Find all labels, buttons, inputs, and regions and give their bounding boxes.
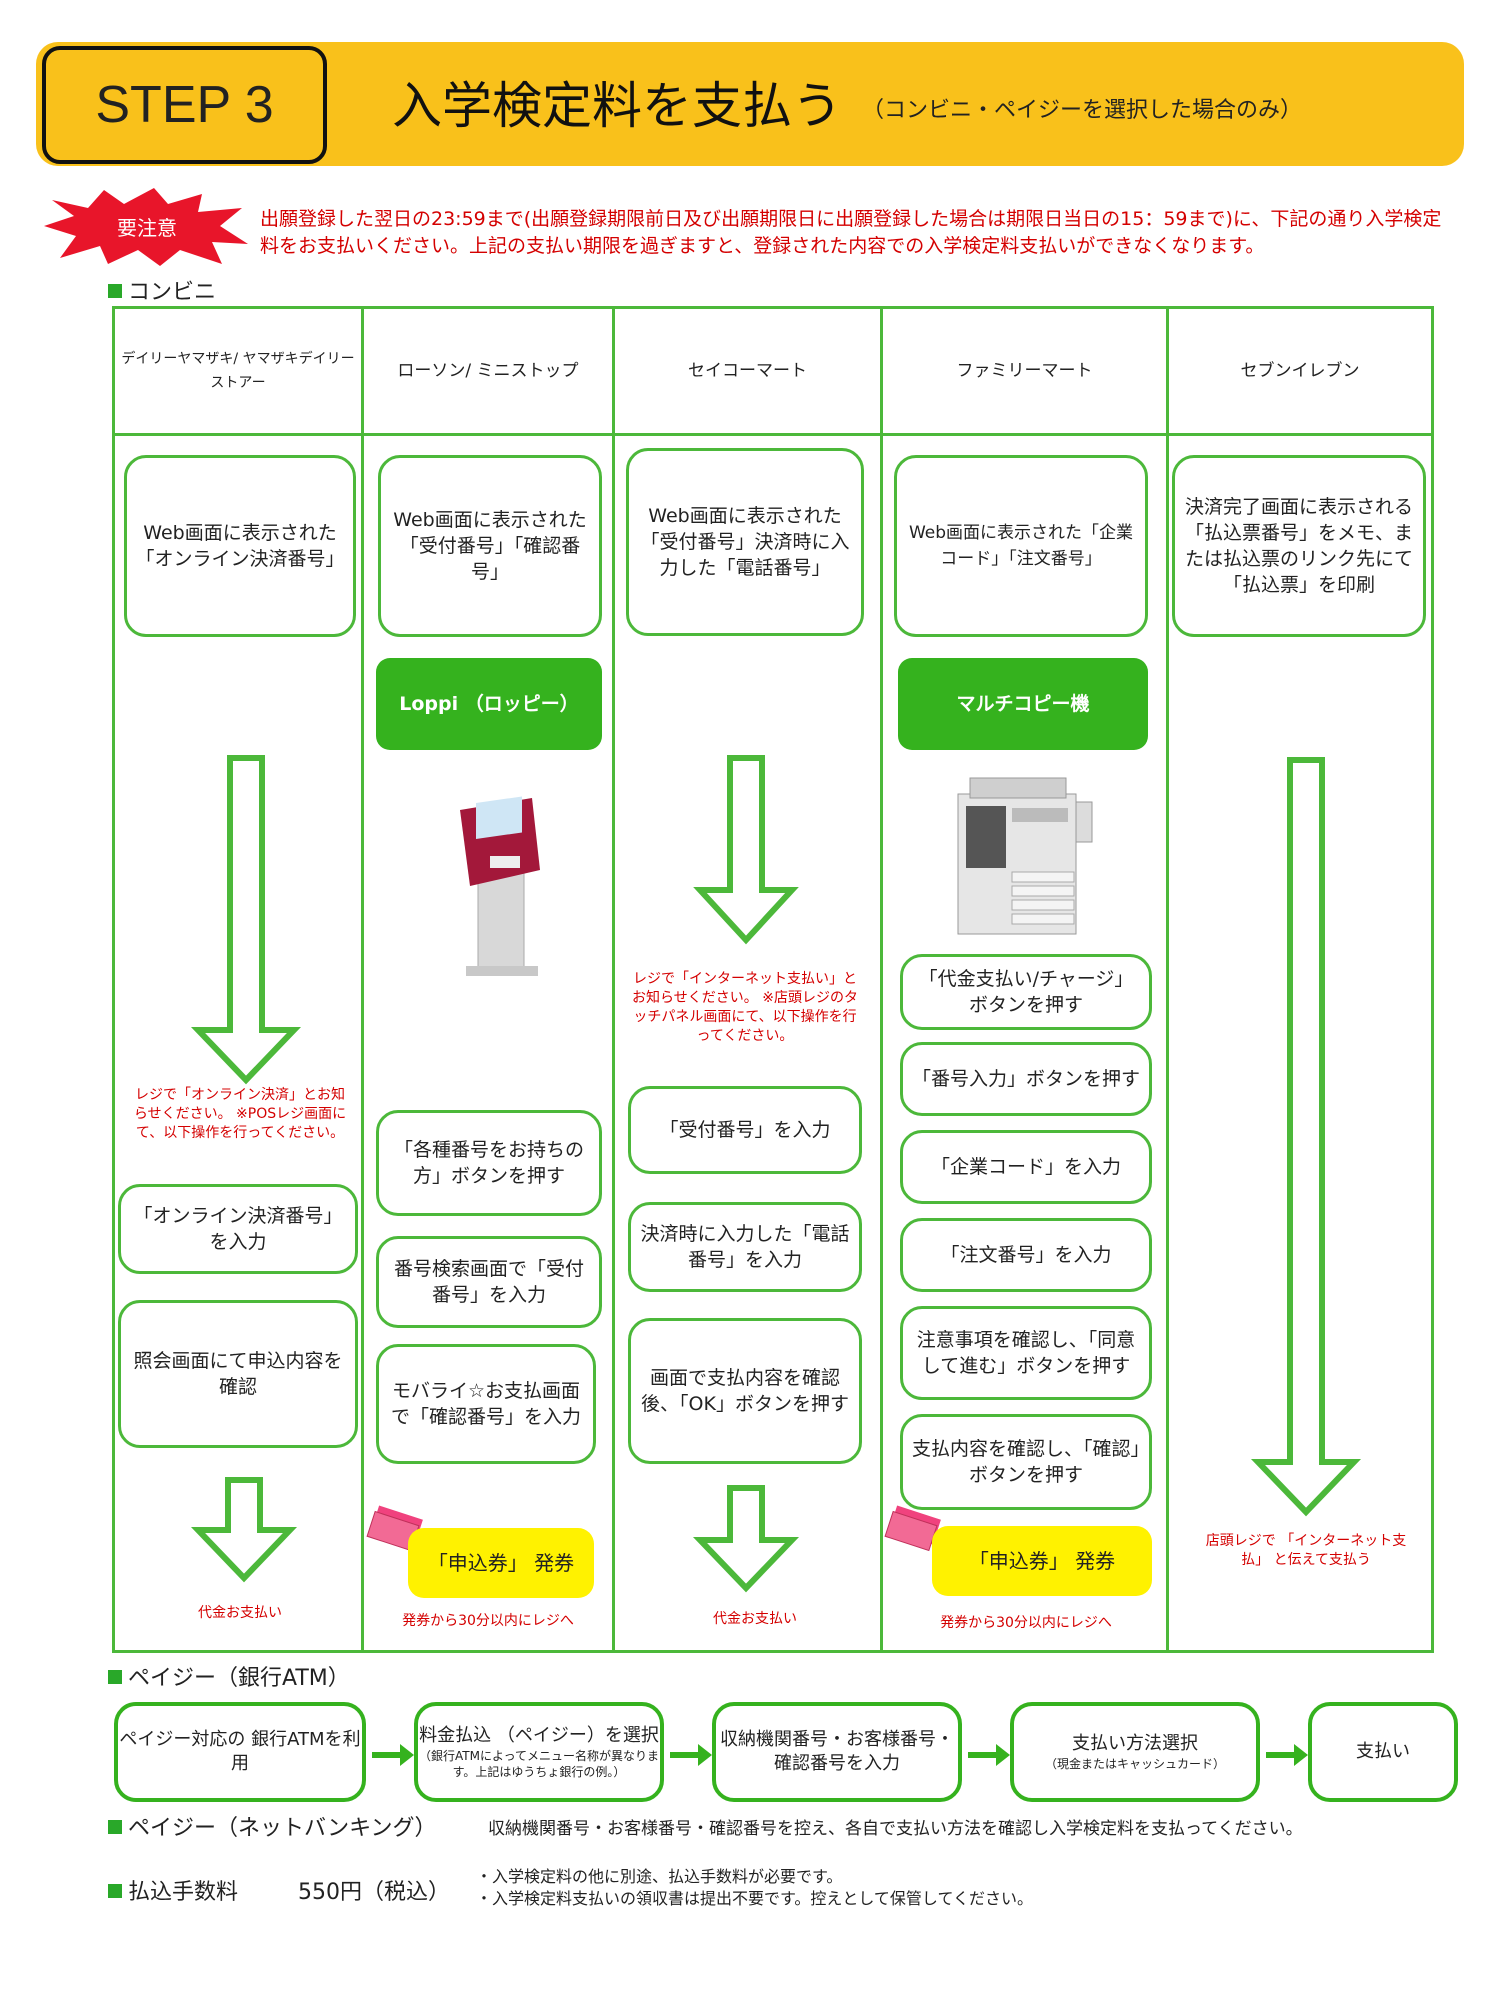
page-title: 入学検定料を支払う <box>392 77 842 135</box>
column-divider <box>880 306 883 1653</box>
seico-top-box: Web画面に表示された「受付番号」決済時に入力した「電話番号」 <box>626 448 864 636</box>
seico-register-note: レジで「インターネット支払い」とお知らせください。 ※店頭レジのタッチパネル画面… <box>632 971 858 1044</box>
table-header-divider <box>112 433 1434 436</box>
atm-step-2: 料金払込 （ペイジー）を選択 （銀行ATMによってメニュー名称が異なります。上記… <box>414 1702 664 1802</box>
lawson-step-2: 番号検索画面で「受付番号」を入力 <box>376 1236 602 1328</box>
section-payeasy-net: ペイジー（ネットバンキング） <box>108 1810 436 1842</box>
lawson-step-1: 「各種番号をお持ちの方」ボタンを押す <box>376 1110 602 1216</box>
loppi-label: Loppi （ロッピー） <box>376 658 602 750</box>
fami-step-3: 「企業コード」を入力 <box>900 1130 1152 1204</box>
daily-step-2: 照会画面にて申込内容を確認 <box>118 1300 358 1448</box>
right-arrow-icon <box>1266 1744 1308 1766</box>
store-name-daily: デイリーヤマザキ/ ヤマザキデイリーストアー <box>121 351 355 391</box>
lawson-step-3: モバライ☆お支払画面で「確認番号」を入力 <box>376 1344 596 1464</box>
section-fee-label: 払込手数料 <box>128 1880 239 1905</box>
store-name-lawson: ローソン/ ミニストップ <box>397 361 579 381</box>
fami-step-2: 「番号入力」ボタンを押す <box>900 1042 1152 1116</box>
loppi-kiosk-icon <box>460 796 540 976</box>
fee-note-2: ・入学検定料支払いの領収書は提出不要です。控えとして保管してください。 <box>476 1889 1033 1908</box>
seven-end: 店頭レジで 「インターネット支払」 と伝えて支払う <box>1205 1533 1407 1568</box>
lawson-top-box: Web画面に表示された「受付番号」「確認番号」 <box>378 455 602 637</box>
section-konbini: コンビニ <box>108 274 216 306</box>
seico-step-1: 「受付番号」を入力 <box>628 1086 862 1174</box>
atm-step-1-text: ペイジー対応の 銀行ATMを利用 <box>119 1729 361 1774</box>
atm-step-1: ペイジー対応の 銀行ATMを利用 <box>114 1702 366 1802</box>
konbini-table <box>112 306 1434 1653</box>
seico-step-2: 決済時に入力した「電話番号」を入力 <box>628 1202 862 1292</box>
step-label: STEP 3 <box>42 46 327 164</box>
right-arrow-icon <box>670 1744 712 1766</box>
atm-step-3: 収納機関番号・お客様番号・確認番号を入力 <box>712 1702 962 1802</box>
fami-step-5: 注意事項を確認し、「同意して進む」ボタンを押す <box>900 1306 1152 1400</box>
page-subtitle: （コンビニ・ペイジーを選択した場合のみ） <box>862 98 1303 123</box>
green-square-icon <box>108 1670 122 1684</box>
seven-top-box: 決済完了画面に表示される「払込票番号」をメモ、または払込票のリンク先にて「払込票… <box>1172 455 1426 637</box>
daily-top-box: Web画面に表示された「オンライン決済番号」 <box>124 455 356 637</box>
section-payeasy-net-label: ペイジー（ネットバンキング） <box>128 1816 437 1841</box>
right-arrow-icon <box>372 1744 414 1766</box>
net-banking-instructions: 収納機関番号・お客様番号・確認番号を控え、各自で支払い方法を確認し入学検定料を支… <box>488 1819 1303 1839</box>
store-name-seveneleven: セブンイレブン <box>1240 361 1360 381</box>
daily-end: 代金お支払い <box>198 1605 282 1621</box>
column-divider <box>1166 306 1169 1653</box>
atm-step-4-note: （現金またはキャッシュカード） <box>1044 1757 1225 1771</box>
store-name-seicomart: セイコーマート <box>688 361 807 381</box>
atm-step-5: 支払い <box>1308 1702 1458 1802</box>
fee-note-1: ・入学検定料の他に別途、払込手数料が必要です。 <box>476 1867 843 1886</box>
caution-burst-icon <box>44 188 248 266</box>
fami-top-box: Web画面に表示された「企業コード」「注文番号」 <box>894 455 1148 637</box>
store-name-familymart: ファミリーマート <box>956 361 1093 381</box>
fami-end: 発券から30分以内にレジへ <box>940 1615 1112 1631</box>
green-square-icon <box>108 1820 122 1834</box>
caution-badge: 要注意 <box>117 216 177 240</box>
section-payeasy-atm: ペイジー（銀行ATM） <box>108 1660 350 1692</box>
section-konbini-label: コンビニ <box>128 280 217 305</box>
seico-end: 代金お支払い <box>713 1611 797 1627</box>
lawson-ticket-label: 「申込券」 発券 <box>408 1528 594 1598</box>
fami-step-4: 「注文番号」を入力 <box>900 1218 1152 1292</box>
right-arrow-icon <box>968 1744 1010 1766</box>
multicopy-machine-icon <box>957 777 1093 935</box>
section-fee: 払込手数料 <box>108 1874 238 1906</box>
fami-step-1: 「代金支払い/チャージ」ボタンを押す <box>900 954 1152 1030</box>
lawson-end: 発券から30分以内にレジへ <box>402 1613 574 1629</box>
daily-step-1: 「オンライン決済番号」を入力 <box>118 1184 358 1274</box>
fami-step-6: 支払内容を確認し、「確認」ボタンを押す <box>900 1414 1152 1510</box>
atm-step-3-text: 収納機関番号・お客様番号・確認番号を入力 <box>720 1729 954 1774</box>
multicopy-label: マルチコピー機 <box>898 658 1148 750</box>
deadline-notice: 出願登録した翌日の23:59まで(出願登録期限前日及び出願期限日に出願登録した場… <box>260 208 1442 257</box>
column-divider <box>612 306 615 1653</box>
atm-step-4: 支払い方法選択 （現金またはキャッシュカード） <box>1010 1702 1260 1802</box>
fee-amount: 550円（税込） <box>298 1880 450 1905</box>
column-divider <box>361 306 364 1653</box>
green-square-icon <box>108 1884 122 1898</box>
fami-ticket-label: 「申込券」 発券 <box>932 1526 1152 1596</box>
atm-step-5-text: 支払い <box>1356 1741 1410 1762</box>
seico-step-3: 画面で支払内容を確認後、「OK」ボタンを押す <box>628 1318 862 1464</box>
daily-register-note: レジで「オンライン決済」とお知らせください。 ※POSレジ画面にて、以下操作を行… <box>133 1087 347 1141</box>
atm-step-4-text: 支払い方法選択 <box>1072 1733 1198 1754</box>
section-payeasy-atm-label: ペイジー（銀行ATM） <box>128 1666 350 1691</box>
atm-step-2-text: 料金払込 （ペイジー）を選択 <box>419 1725 659 1746</box>
green-square-icon <box>108 284 122 298</box>
atm-step-2-note: （銀行ATMによってメニュー名称が異なります。上記はゆうちょ銀行の例。） <box>418 1749 659 1779</box>
